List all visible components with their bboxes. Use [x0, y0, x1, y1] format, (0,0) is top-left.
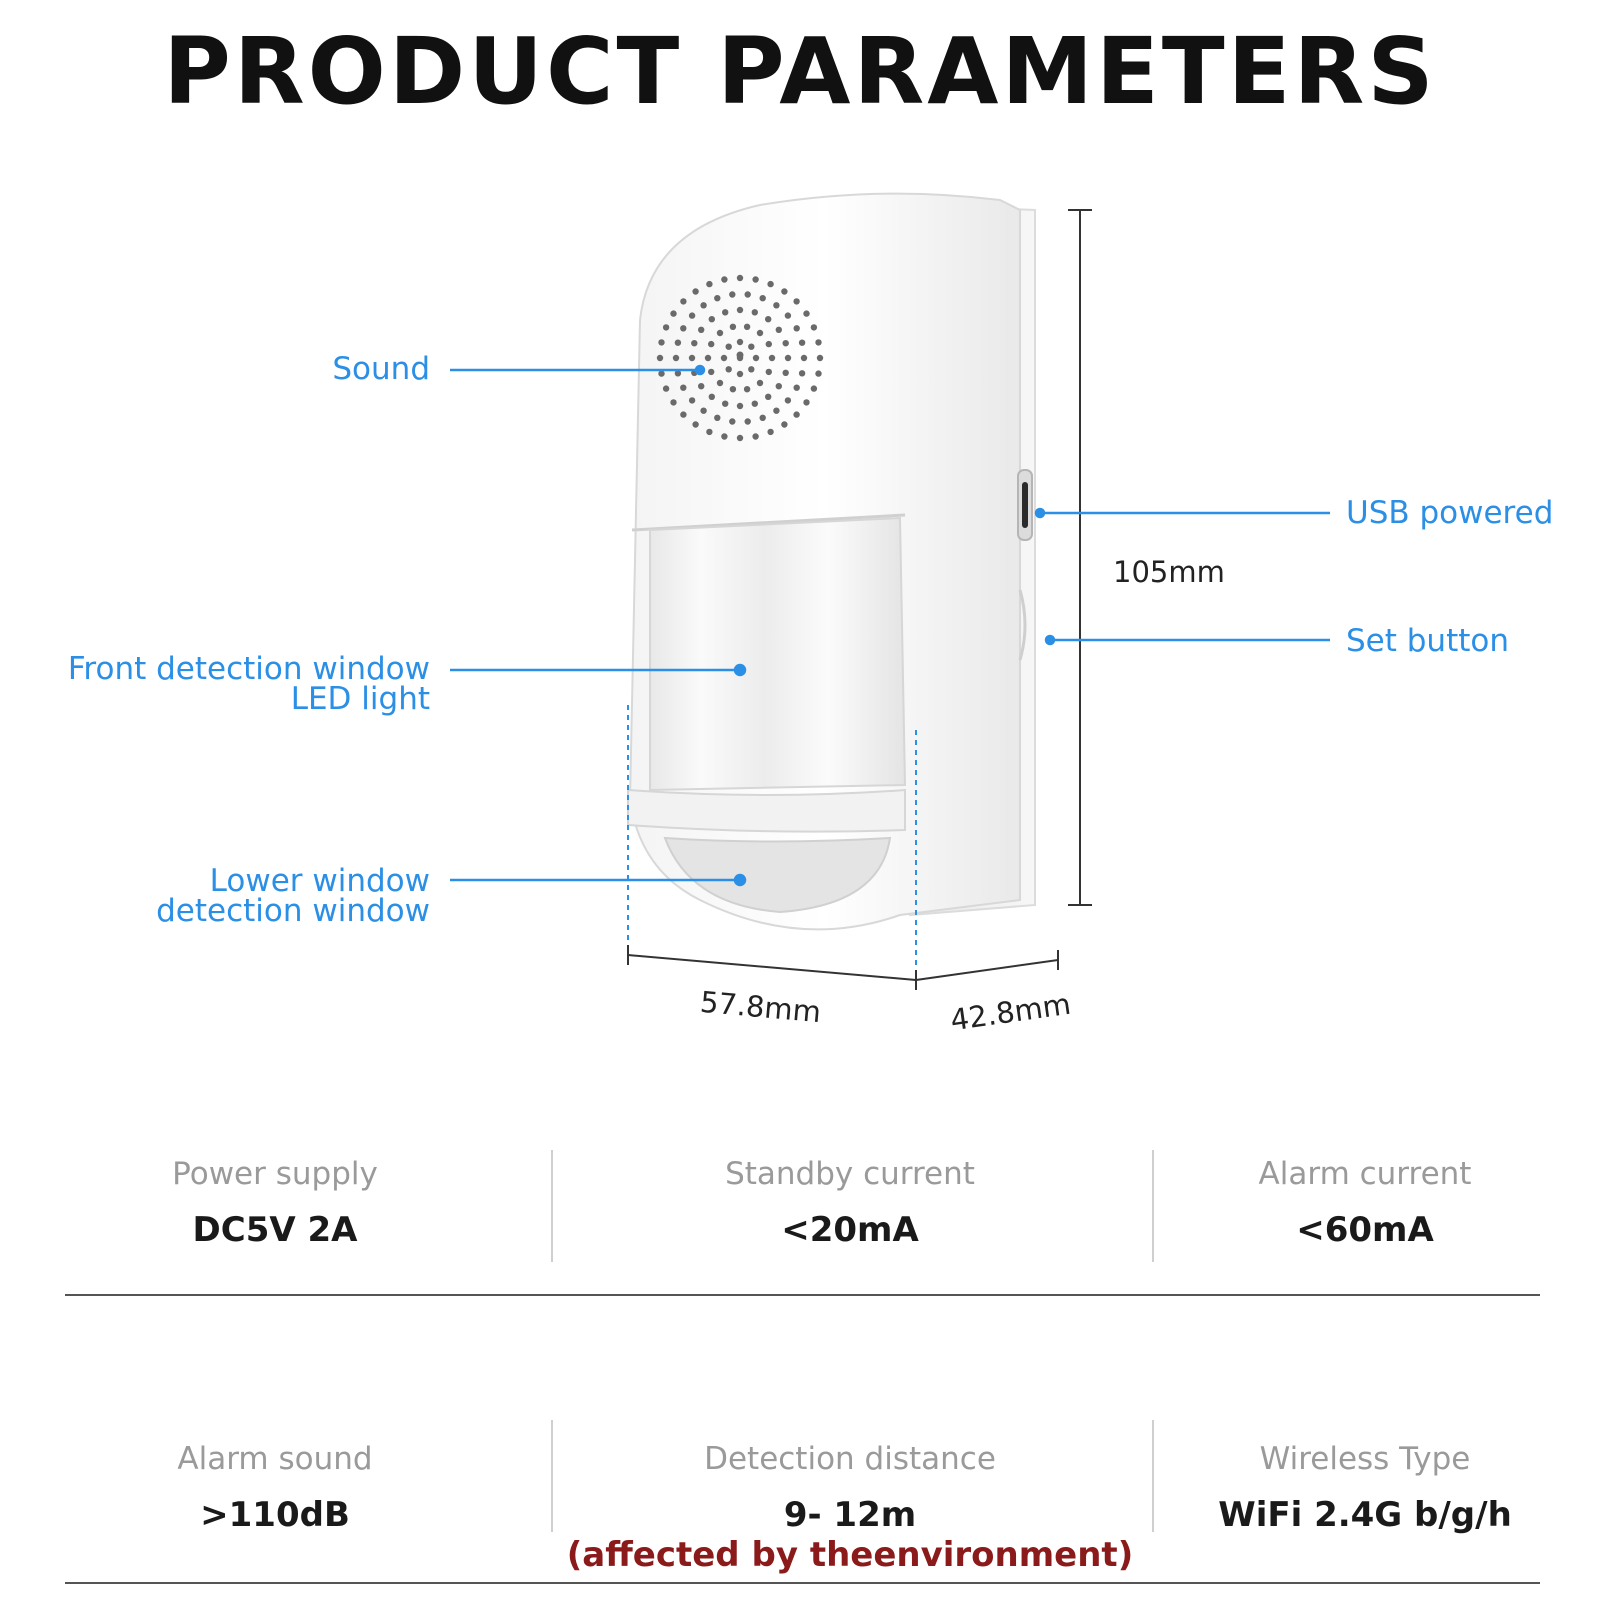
speaker-grille	[656, 274, 824, 442]
spec-label-standby-current: Standby current	[725, 1156, 975, 1192]
callout-lower-window-line2: detection window	[156, 893, 430, 929]
lower-band	[627, 788, 906, 833]
spec-divider	[551, 1150, 553, 1262]
callout-front-window-line1: Front detection window	[67, 651, 430, 687]
spec-value-alarm-current: <60mA	[1296, 1210, 1434, 1250]
spec-label-alarm-current: Alarm current	[1258, 1156, 1472, 1192]
spec-label-power-supply: Power supply	[172, 1156, 378, 1192]
page-title: PRODUCT PARAMETERS	[163, 18, 1437, 125]
dimension-height: 105mm	[1113, 555, 1225, 589]
spec-note-detection-distance: (affected by theenvironment)	[566, 1535, 1134, 1575]
lower-detection-window	[663, 836, 892, 914]
callout-front-window-line2: LED light	[290, 681, 430, 717]
spec-value-power-supply: DC5V 2A	[192, 1210, 358, 1250]
spec-value-detection-distance: 9- 12m	[783, 1495, 917, 1535]
spec-value-wireless-type: WiFi 2.4G b/g/h	[1218, 1495, 1512, 1535]
callout-set-button: Set button	[1346, 623, 1510, 659]
spec-label-alarm-sound: Alarm sound	[177, 1441, 373, 1477]
spec-divider	[551, 1420, 553, 1532]
spec-label-detection-distance: Detection distance	[704, 1441, 996, 1477]
row-separator	[65, 1294, 1540, 1296]
spec-divider	[1152, 1420, 1154, 1532]
spec-value-standby-current: <20mA	[781, 1210, 919, 1250]
spec-value-alarm-sound: >110dB	[200, 1495, 350, 1535]
row-separator-bottom	[65, 1582, 1540, 1584]
callout-sound: Sound	[332, 351, 430, 387]
product-illustration	[450, 192, 1330, 990]
spec-divider	[1152, 1150, 1154, 1262]
set-button-shape	[1018, 589, 1027, 661]
spec-label-wireless-type: Wireless Type	[1259, 1441, 1471, 1477]
callout-usb-powered: USB powered	[1346, 495, 1554, 531]
callout-lower-window-line1: Lower window	[209, 863, 430, 899]
front-detection-window	[649, 516, 907, 792]
